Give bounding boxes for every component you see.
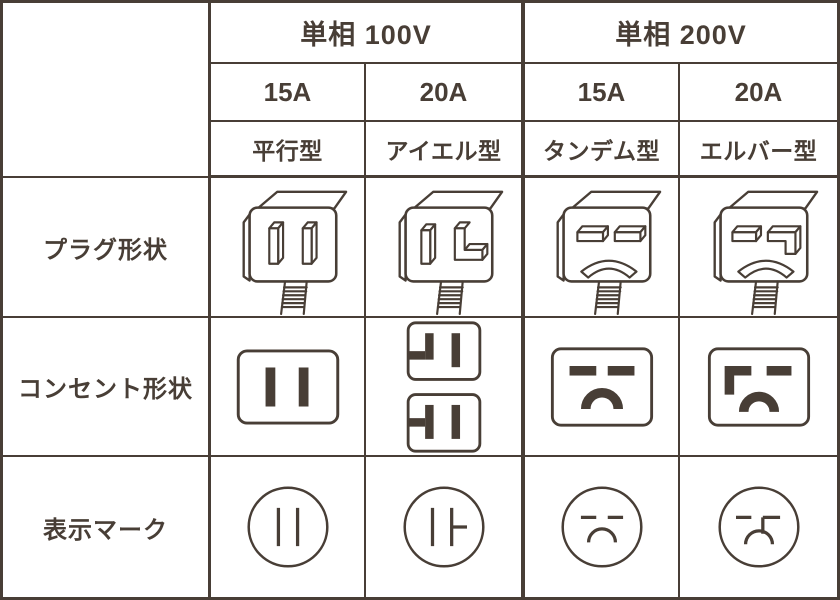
- slot-corner-left: [724, 365, 751, 395]
- blade-vertical-right: [301, 221, 318, 265]
- slot-horizontal-left: [569, 365, 596, 376]
- slot-vertical-left: [265, 366, 275, 407]
- blade-horizontal-right: [613, 225, 646, 243]
- slot-arc-ground: [738, 391, 779, 412]
- plug-cord: [593, 280, 622, 315]
- amp-label: 15A: [577, 76, 626, 107]
- row-label-display-mark: 表示マーク: [3, 457, 211, 597]
- voltage-100v-label: 単相 100V: [300, 20, 432, 50]
- row-label-plug-shape: プラグ形状: [3, 178, 211, 318]
- row-label: 表示マーク: [43, 516, 168, 544]
- plug-top-face: [255, 190, 347, 210]
- cell-mark-tandem: [523, 457, 680, 597]
- header-type-parallel: 平行型: [211, 122, 366, 178]
- plug-front-face: [561, 206, 652, 283]
- table-grid: 単相 100V 単相 200V 15A 20A 15A 20A 平行型 アイエル…: [3, 3, 837, 597]
- cell-outlet-l-bar: [680, 318, 837, 457]
- mark-circle: [246, 486, 329, 568]
- slot-vertical-right: [298, 366, 308, 407]
- outlet-face-20a-dedicated: [406, 320, 481, 381]
- header-voltage-100v: 単相 100V: [211, 3, 523, 64]
- slot-horizontal-right: [607, 365, 634, 376]
- cell-outlet-parallel: [211, 318, 366, 457]
- amp-label: 20A: [419, 76, 468, 107]
- cell-plug-parallel: [211, 178, 366, 318]
- outlet-face: [707, 346, 810, 427]
- mark-arc: [743, 529, 774, 545]
- cell-plug-tandem: [523, 178, 680, 318]
- type-label: エルバー型: [699, 137, 818, 164]
- blade-vertical: [419, 223, 436, 265]
- cell-outlet-tandem: [523, 318, 680, 457]
- outlet-200v-15a-illustration: [550, 346, 653, 427]
- blade-horizontal-left: [730, 225, 762, 243]
- mark-two-vertical-lines: [276, 507, 299, 547]
- plug-i-l-illustration: [398, 190, 503, 315]
- mark-line-and-tick: [430, 507, 467, 547]
- header-amp-200v-15a: 15A: [523, 64, 680, 122]
- mark-100v-15a-illustration: [246, 486, 329, 568]
- plug-cord: [279, 280, 308, 315]
- slot-vertical-right: [451, 404, 460, 439]
- header-type-i-l: アイエル型: [366, 122, 523, 178]
- blade-l-shaped: [766, 225, 801, 255]
- type-label: タンデム型: [542, 137, 661, 164]
- outlet-face: [236, 348, 339, 425]
- row-label: プラグ形状: [43, 236, 168, 264]
- slot-vertical-right: [451, 332, 460, 367]
- mark-circle: [560, 486, 643, 568]
- blade-vertical-left: [267, 221, 284, 265]
- plug-cord: [435, 280, 464, 315]
- plug-tandem-illustration: [556, 190, 661, 315]
- header-amp-100v-20a: 20A: [366, 64, 523, 122]
- outlet-200v-20a-illustration: [707, 346, 810, 427]
- mark-arc: [586, 527, 617, 543]
- header-type-l-bar: エルバー型: [680, 122, 837, 178]
- type-label: アイエル型: [385, 137, 502, 164]
- mark-200v-20a-illustration: [717, 486, 800, 568]
- blade-horizontal-left: [575, 225, 609, 243]
- plug-l-bar-illustration: [713, 190, 818, 315]
- cell-mark-parallel: [211, 457, 366, 597]
- slot-arc-ground: [580, 387, 623, 409]
- plug-cord: [750, 280, 779, 315]
- blade-l-shaped: [453, 221, 488, 261]
- cell-mark-l-bar: [680, 457, 837, 597]
- voltage-200v-label: 単相 200V: [615, 20, 747, 50]
- plug-top-face: [726, 190, 818, 210]
- plug-top-face: [569, 190, 661, 210]
- mark-100v-20a-illustration: [402, 486, 485, 568]
- outlet-100v-20a-illustration: [406, 320, 481, 453]
- blade-arc-ground: [736, 259, 795, 279]
- slot-t-horizontal-part: [407, 417, 425, 427]
- header-voltage-200v: 単相 200V: [523, 3, 837, 64]
- plug-front-face: [247, 206, 338, 283]
- plug-parallel-illustration: [242, 190, 347, 315]
- mark-circle: [717, 486, 800, 568]
- row-label-outlet-shape: コンセント形状: [3, 318, 211, 457]
- cell-mark-i-l: [366, 457, 523, 597]
- slot-horizontal-right: [766, 365, 791, 376]
- plug-top-face: [411, 190, 503, 210]
- type-label: 平行型: [252, 137, 323, 164]
- header-amp-100v-15a: 15A: [211, 64, 366, 122]
- cell-outlet-i-l: [366, 318, 523, 457]
- outlet-100v-15a-illustration: [236, 348, 339, 425]
- outlet-face-15a-20a-combo: [406, 392, 481, 453]
- corner-cell: [3, 3, 211, 178]
- header-amp-200v-20a: 20A: [680, 64, 837, 122]
- cell-plug-i-l: [366, 178, 523, 318]
- slot-l-vertical-part: [424, 332, 434, 360]
- row-label: コンセント形状: [18, 376, 193, 403]
- amp-label: 15A: [263, 76, 312, 107]
- blade-arc-ground: [579, 259, 638, 279]
- slot-l-horizontal-part: [407, 350, 425, 360]
- amp-label: 20A: [734, 76, 783, 107]
- cell-plug-l-bar: [680, 178, 837, 318]
- slot-t-vertical-part: [424, 404, 434, 439]
- mark-200v-15a-illustration: [560, 486, 643, 568]
- outlet-face: [550, 346, 653, 427]
- header-type-tandem: タンデム型: [523, 122, 680, 178]
- mark-circle: [402, 486, 485, 568]
